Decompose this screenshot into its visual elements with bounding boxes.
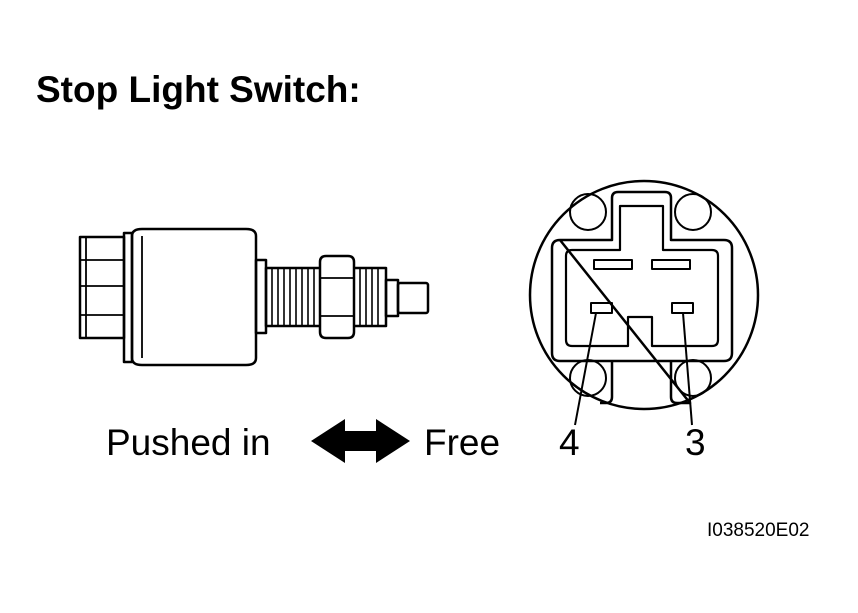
switch-collar <box>254 258 268 335</box>
connector-cavity <box>564 204 720 348</box>
switch-plunger <box>396 281 430 315</box>
label-pin-4: 4 <box>559 422 580 463</box>
leader-line-pin-4 <box>574 312 597 426</box>
figure-code: I038520E02 <box>707 520 810 541</box>
connector-outer-ring <box>528 179 760 411</box>
switch-threads <box>271 268 379 326</box>
leader-line-pin-3 <box>682 312 693 426</box>
switch-body <box>130 227 258 367</box>
switch-side-view <box>78 227 430 367</box>
connector-face-view <box>528 179 760 426</box>
switch-lock-nut <box>318 254 356 340</box>
terminal-pin-4 <box>590 302 613 314</box>
switch-plunger-base <box>384 278 400 318</box>
double-arrow-icon <box>311 419 410 463</box>
label-pin-3: 3 <box>685 422 706 463</box>
terminal-2 <box>651 259 691 270</box>
connector-housing <box>550 190 734 405</box>
label-free: Free <box>424 422 501 463</box>
label-pushed-in: Pushed in <box>106 422 271 463</box>
terminal-pin-3 <box>671 302 694 314</box>
terminal-1 <box>593 259 633 270</box>
diagram-title: Stop Light Switch: <box>36 69 361 110</box>
